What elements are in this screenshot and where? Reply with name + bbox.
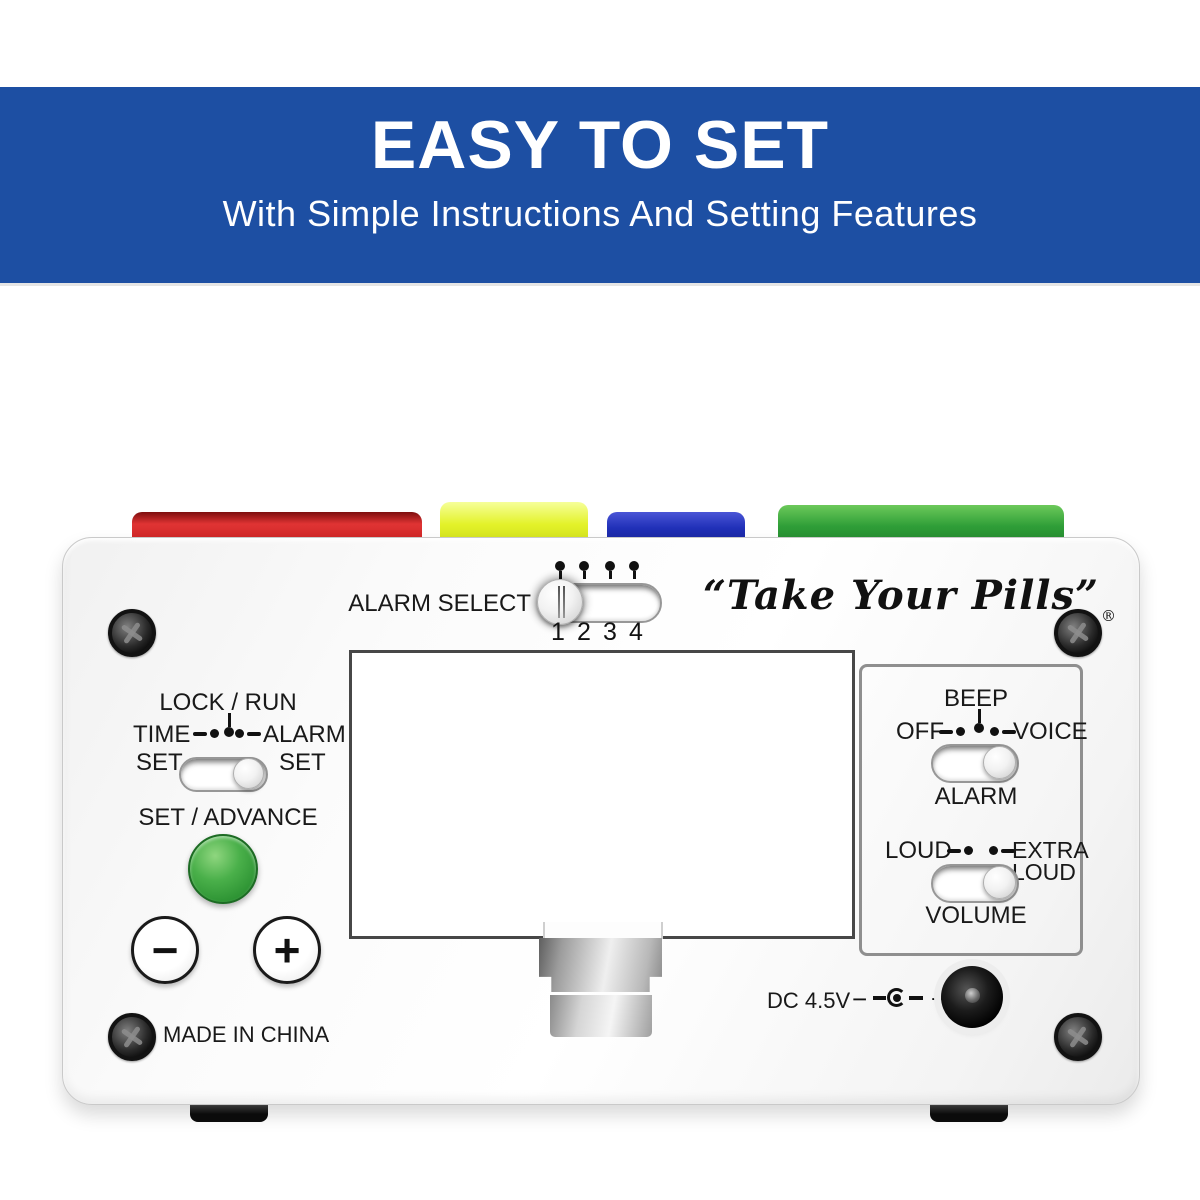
loud-label: LOUD [885, 837, 952, 864]
lock-run-label: LOCK / RUN [159, 689, 297, 716]
time-set-label: SET [136, 749, 183, 776]
minus-button[interactable]: − [131, 916, 199, 984]
dash-dot-marker-icon [947, 846, 973, 855]
dot-dash-marker-icon [235, 729, 261, 738]
volume-slider-knob[interactable] [983, 866, 1016, 899]
time-label: TIME [133, 721, 191, 748]
center-position-pin-icon [974, 709, 984, 733]
alarm-position-1: 1 [551, 618, 565, 646]
set-advance-label: SET / ADVANCE [138, 804, 318, 831]
kickstand-lower [550, 995, 652, 1037]
alarm-position-pin-icon [605, 561, 615, 579]
volume-slider-label: VOLUME [925, 902, 1027, 929]
banner: EASY TO SET With Simple Instructions And… [0, 87, 1200, 283]
made-in-label: MADE IN CHINA [163, 1022, 330, 1047]
banner-title: EASY TO SET [370, 107, 830, 183]
battery-compartment-window [349, 650, 855, 939]
off-label: OFF [896, 718, 944, 745]
alarm-position-pin-icon [555, 561, 565, 579]
center-position-pin-icon [224, 713, 234, 737]
alarm-select-positions: 1 2 3 4 [545, 618, 649, 647]
screw-icon [1054, 1013, 1102, 1061]
alarm-position-pin-icon [579, 561, 589, 579]
kickstand-upper [539, 938, 662, 992]
extra-loud-label-line1: EXTRA [1012, 837, 1089, 863]
dash-dot-marker-icon [939, 727, 965, 736]
alarm-set-label: SET [279, 749, 326, 776]
extra-loud-label-line2: LOUD [1012, 859, 1076, 885]
polarity-diagram-icon [873, 985, 929, 1011]
sound-settings-panel [859, 664, 1083, 956]
beep-label: BEEP [943, 685, 1009, 712]
mode-slider-knob[interactable] [233, 758, 264, 789]
plus-icon: + [273, 924, 301, 976]
alarm-position-pin-icon [629, 561, 639, 579]
polarity-minus-sign: − [852, 984, 868, 1014]
dc-voltage-label: DC 4.5V [767, 988, 851, 1013]
pill-reminder-back-panel: ALARM SELECT 1 2 3 4 “Take Your Pills”® … [62, 537, 1140, 1105]
dash-dot-marker-icon [193, 729, 219, 738]
jack-pin-hole [964, 988, 980, 1004]
screw-icon [108, 609, 156, 657]
dot-dash-marker-icon [989, 846, 1015, 855]
dot-dash-marker-icon [990, 727, 1016, 736]
screw-icon [108, 1013, 156, 1061]
banner-subtitle: With Simple Instructions And Setting Fea… [222, 193, 978, 234]
alarm-position-3: 3 [603, 618, 617, 646]
minus-icon: − [151, 924, 179, 976]
dc-power-jack [941, 966, 1003, 1028]
alarm-select-slider-knob[interactable] [537, 579, 583, 625]
alarm-position-4: 4 [629, 618, 643, 646]
plus-button[interactable]: + [253, 916, 321, 984]
set-advance-button[interactable] [188, 834, 258, 904]
alarm-label: ALARM [263, 721, 346, 748]
voice-label: VOICE [1013, 718, 1088, 745]
alarm-slider-label: ALARM [934, 783, 1018, 810]
screw-icon [1054, 609, 1102, 657]
alarm-select-label: ALARM SELECT [348, 590, 531, 617]
alarm-mode-slider-knob[interactable] [983, 746, 1016, 779]
kickstand-hinge [543, 922, 663, 939]
alarm-position-2: 2 [577, 618, 591, 646]
brand-logo: “Take Your Pills”® [703, 572, 1117, 625]
registered-mark: ® [1100, 607, 1117, 625]
